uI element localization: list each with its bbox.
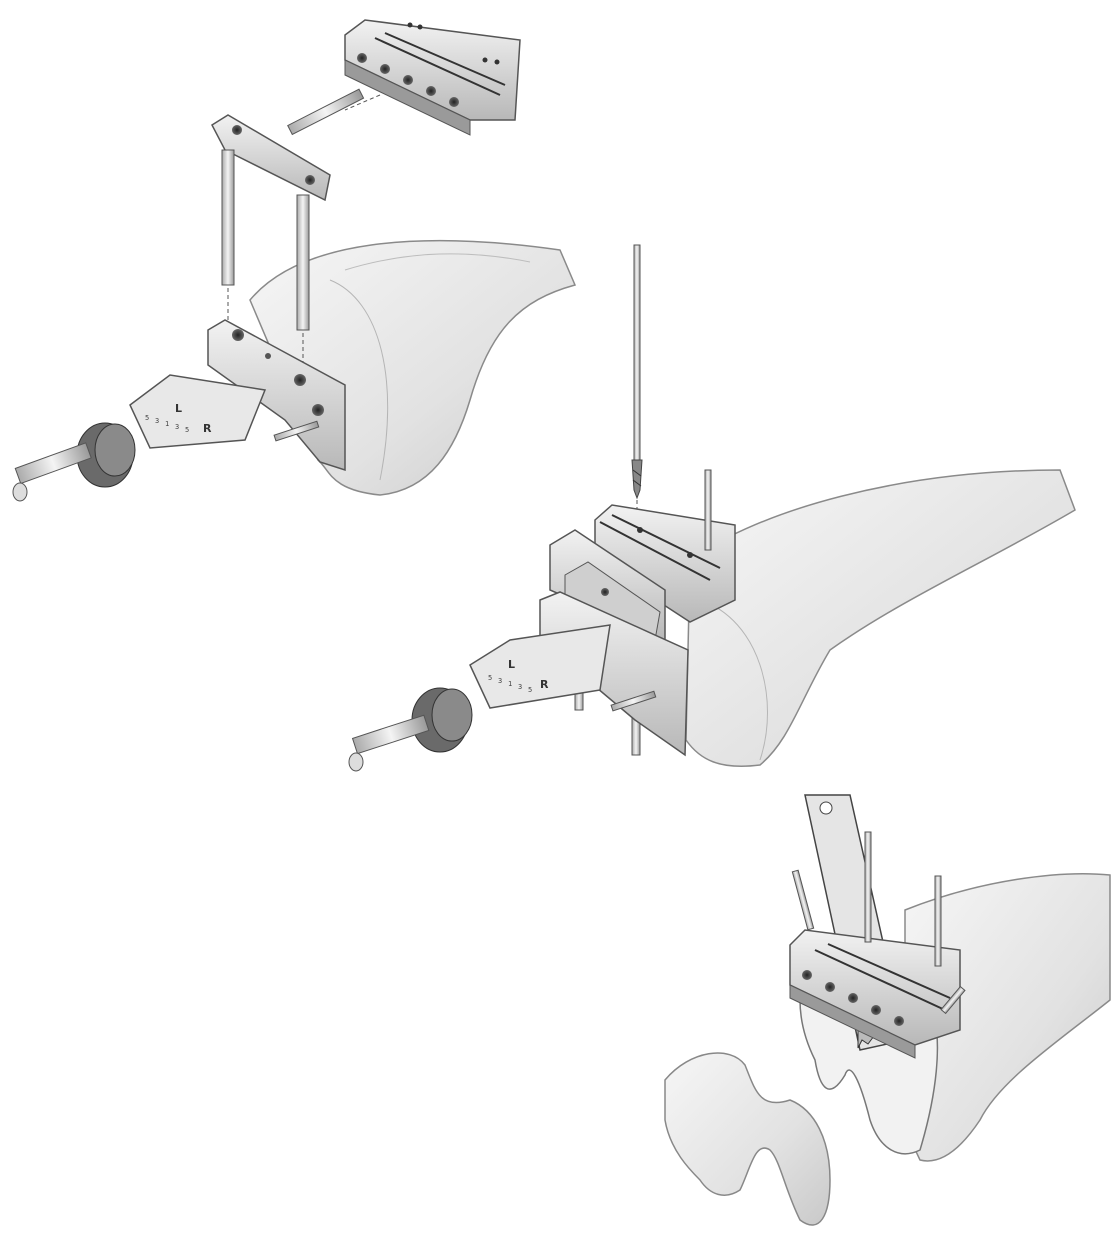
ruler-tick: 5 (145, 414, 149, 422)
resected-bone-fragment (664, 1052, 831, 1226)
ruler-tick: 5 (528, 686, 532, 694)
ruler-left-label: L (508, 658, 515, 671)
ruler-tick: 3 (518, 683, 522, 691)
panel-3-sawing (664, 794, 1111, 1226)
panel-1-guide-assembly: L R 5 3 1 3 5 (12, 19, 577, 502)
panel-2-drilling: L R 5 3 1 3 5 (348, 244, 1076, 772)
ruler-right-label: R (203, 422, 212, 435)
ruler-tick: 1 (165, 420, 169, 428)
cutting-block (789, 831, 966, 1059)
adjustment-knob (12, 422, 136, 502)
ruler-right-label: R (540, 678, 549, 691)
base-guide: L R 5 3 1 3 5 (469, 591, 689, 757)
adjustment-knob (348, 687, 473, 772)
ruler-left-label: L (175, 402, 182, 415)
ruler-tick: 5 (488, 674, 492, 682)
ruler-tick: 5 (185, 426, 189, 434)
drill-bit (631, 244, 643, 500)
ruler-tick: 1 (508, 680, 512, 688)
ruler-arm (469, 624, 611, 709)
ruler-tick: 3 (498, 677, 502, 685)
cutting-block-top (344, 19, 521, 136)
base-guide: L R 5 3 1 3 5 (129, 319, 346, 472)
alignment-bar (211, 88, 365, 331)
tibia-bone (685, 469, 1076, 767)
ruler-tick: 3 (155, 417, 159, 425)
ruler-tick: 3 (175, 423, 179, 431)
ruler-arm (129, 374, 267, 449)
